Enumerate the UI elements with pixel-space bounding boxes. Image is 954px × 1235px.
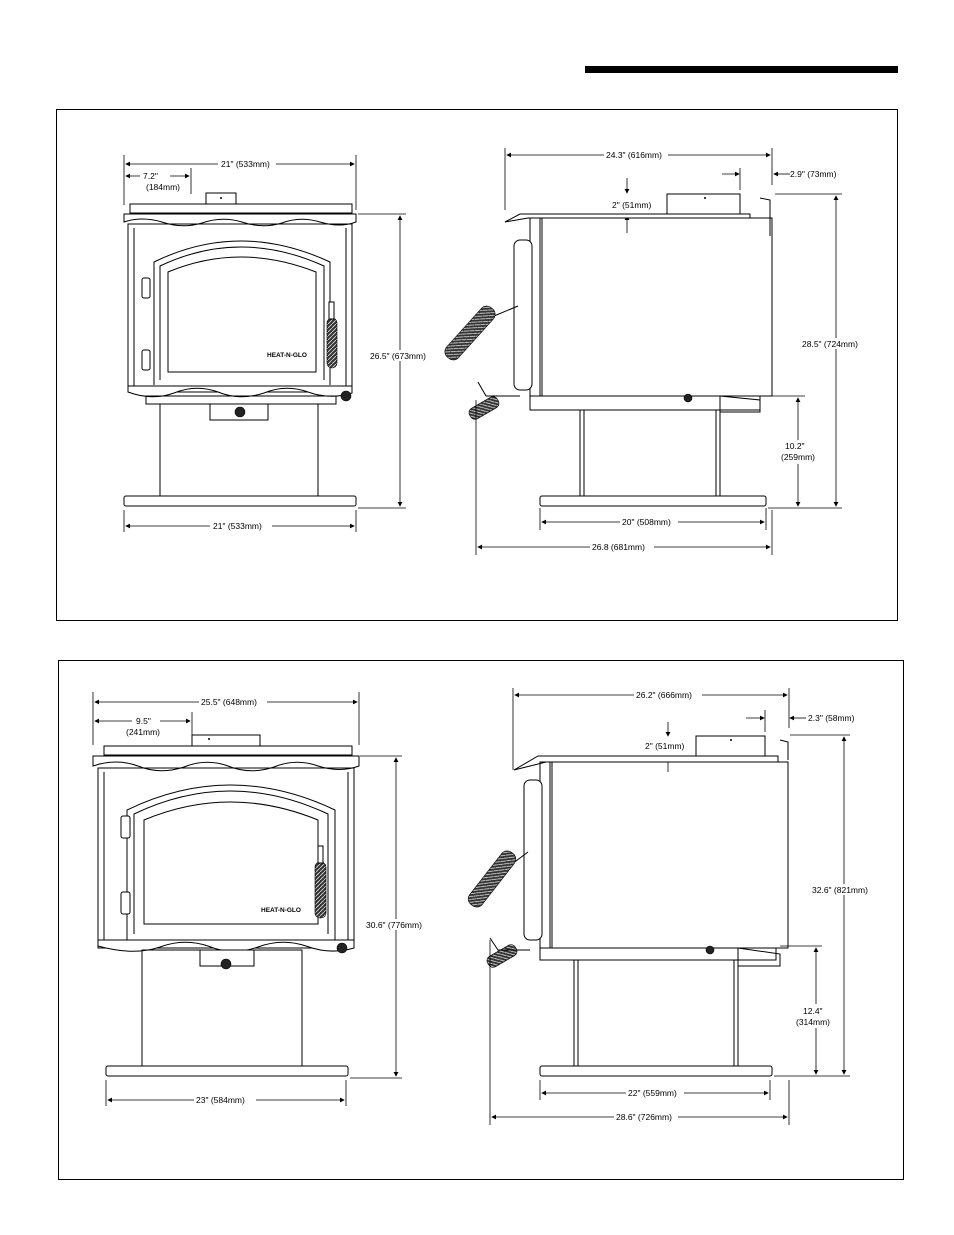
side1-height-label: 28.5" (724mm) — [802, 339, 858, 349]
side1-base-depth: 20" (508mm) — [622, 517, 671, 527]
side2-collar-label: 2" (51mm) — [645, 741, 685, 751]
front1-flue-offset-mm: (184mm) — [146, 182, 180, 192]
side1-collar-label: 2" (51mm) — [612, 200, 652, 210]
diagram-panel-small-stove — [56, 109, 898, 621]
diagram-panel-large-stove — [58, 660, 904, 1180]
side1-leg-height-mm: (259mm) — [781, 452, 815, 462]
front-view-small: 21" (533mm) 7.2" (184mm) HEAT-N-GLO — [123, 155, 432, 532]
side2-leg-height: 12.4" — [803, 1006, 823, 1016]
front1-height-label: 26.5" (673mm) — [370, 351, 426, 361]
side-view-large: 26.2" (666mm) 2.3" (58mm) 2" (51mm) 32.6… — [467, 688, 878, 1125]
front2-height-label: 30.6" (776mm) — [366, 920, 422, 930]
front2-width-label: 25.5" (648mm) — [201, 697, 257, 707]
side-view-small: 24.3" (616mm) 2.9" (73mm) 2" (51mm) — [444, 148, 866, 555]
front2-base-width-label: 23" (584mm) — [196, 1095, 245, 1105]
side2-base-depth: 22" (559mm) — [628, 1088, 677, 1098]
header-rule — [585, 66, 898, 73]
side2-height-label: 32.6" (821mm) — [812, 885, 868, 895]
side1-rear-offset: 2.9" (73mm) — [790, 169, 837, 179]
side2-depth-label: 26.2" (666mm) — [636, 690, 692, 700]
front1-base-width-label: 21" (533mm) — [213, 521, 262, 531]
front1-width-label: 21" (533mm) — [221, 159, 270, 169]
side1-total-depth: 26.8 (681mm) — [592, 542, 645, 552]
side1-leg-height: 10.2" — [785, 441, 805, 451]
front1-flue-offset: 7.2" — [143, 171, 158, 181]
front2-flue-offset-mm: (241mm) — [126, 727, 160, 737]
front2-flue-offset: 9.5" — [136, 716, 151, 726]
front2-logo: HEAT-N-GLO — [261, 907, 301, 914]
front-view-large: 25.5" (648mm) 9.5" (241mm) HEAT-N-GLO 30… — [92, 692, 430, 1106]
side1-depth-label: 24.3" (616mm) — [606, 150, 662, 160]
side2-leg-height-mm: (314mm) — [796, 1017, 830, 1027]
side2-total-depth: 28.6" (726mm) — [616, 1112, 672, 1122]
side2-rear-offset: 2.3" (58mm) — [808, 713, 855, 723]
front1-logo: HEAT-N-GLO — [267, 352, 307, 359]
